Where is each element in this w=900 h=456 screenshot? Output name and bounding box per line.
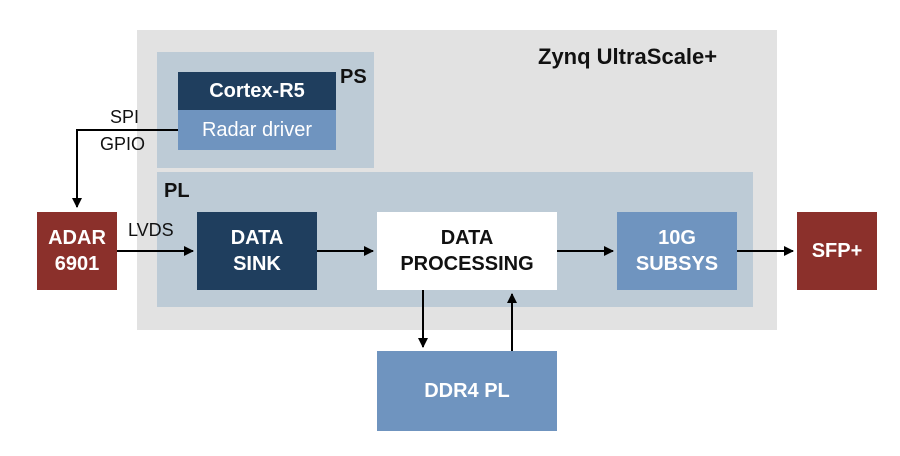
data-sink-line2: SINK <box>233 253 281 275</box>
cortex-r5-block: Cortex-R5 <box>178 72 336 110</box>
subsys-line1: 10G <box>658 227 696 249</box>
ddr4-pl-block: DDR4 PL <box>377 351 557 431</box>
data-processing-block: DATA PROCESSING <box>377 212 557 290</box>
adar6901-block: ADAR 6901 <box>37 212 117 290</box>
spi-label: SPI <box>110 107 140 127</box>
gpio-label: GPIO <box>100 134 146 154</box>
adar-line1: ADAR <box>48 227 106 249</box>
subsys-line2: SUBSYS <box>635 253 719 275</box>
ps-title: PS <box>340 66 367 88</box>
sfp-plus-block: SFP+ <box>797 212 877 290</box>
lvds-label: LVDS <box>128 220 174 240</box>
pl-title: PL <box>164 180 190 202</box>
data-sink-block: DATA SINK <box>197 212 317 290</box>
subsys-10g-block: 10G SUBSYS <box>617 212 737 290</box>
data-sink-line1: DATA <box>230 227 284 249</box>
data-processing-line1: DATA <box>440 227 494 249</box>
zynq-title: Zynq UltraScale+ <box>538 44 718 69</box>
radar-driver-block: Radar driver <box>178 110 336 150</box>
data-processing-line2: PROCESSING <box>400 253 534 275</box>
adar-line2: 6901 <box>54 253 100 275</box>
spi-gpio-link <box>72 129 178 208</box>
